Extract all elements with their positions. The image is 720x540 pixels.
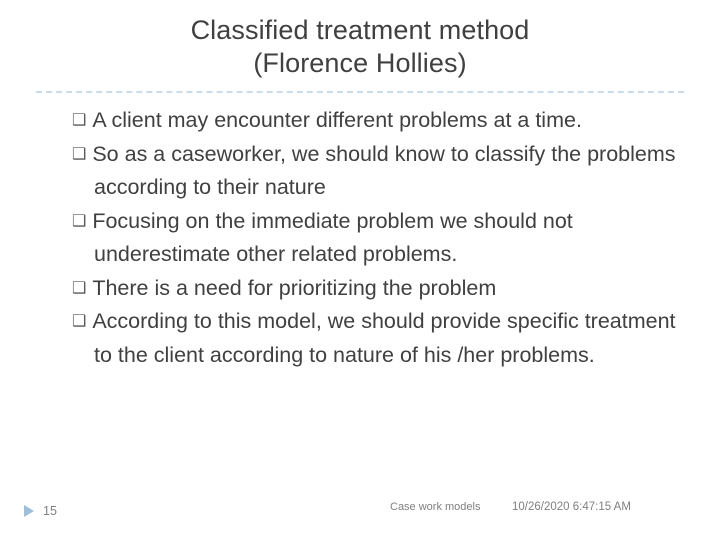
footer-timestamp: 10/26/2020 6:47:15 AM [512, 501, 631, 513]
list-item-text: There is a need for prioritizing the pro… [92, 275, 497, 300]
bullet-list: ❑ A client may encounter different proble… [72, 104, 690, 372]
list-item-text: So as a caseworker, we should know to cl… [92, 141, 676, 200]
list-item: ❑ Focusing on the immediate problem we sh… [72, 205, 690, 272]
bullet-icon: ❑ [72, 145, 87, 163]
footer-center-text: Case work models [390, 501, 481, 513]
list-item: ❑ So as a caseworker, we should know to c… [72, 138, 690, 205]
list-item: ❑ According to this model, we should prov… [72, 305, 690, 372]
page-title: Classified treatment method (Florence Ho… [0, 0, 720, 80]
list-item-text: A client may encounter different problem… [92, 108, 582, 132]
list-item: ❑ There is a need for prioritizing the pr… [72, 272, 690, 306]
title-divider [36, 91, 684, 93]
list-item: ❑ A client may encounter different proble… [72, 104, 690, 138]
slide-number: 15 [43, 504, 57, 518]
title-line-2: (Florence Hollies) [253, 48, 467, 78]
bullet-icon: ❑ [72, 112, 87, 129]
triangle-icon [24, 505, 34, 517]
bullet-icon: ❑ [72, 279, 87, 297]
bullet-icon: ❑ [72, 313, 87, 330]
slide-number-group: 15 [24, 504, 57, 518]
list-item-text: According to this model, we should provi… [92, 309, 676, 367]
list-item-text: Focusing on the immediate problem we sho… [92, 208, 573, 267]
title-line-1: Classified treatment method [190, 15, 530, 45]
bullet-icon: ❑ [72, 212, 87, 230]
